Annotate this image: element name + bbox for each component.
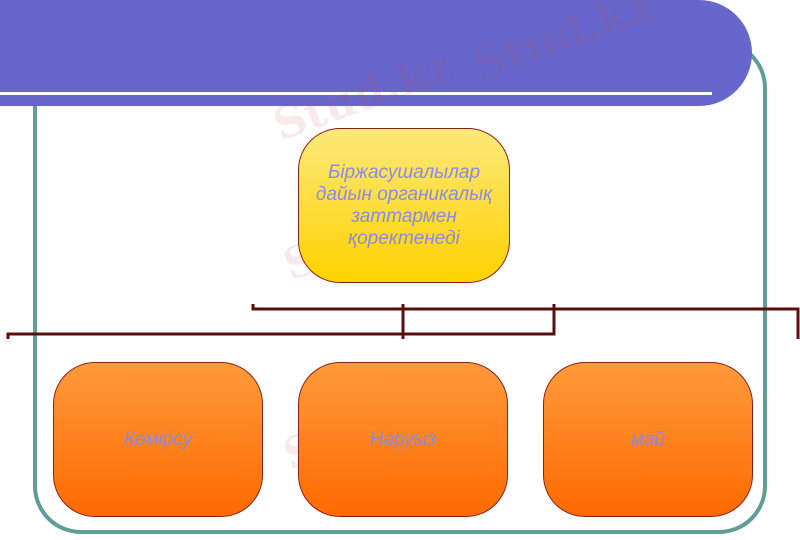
child-node-fat: май xyxy=(543,362,753,517)
child-node-label: Нәруыз xyxy=(369,428,437,450)
title-banner xyxy=(0,0,752,106)
child-node-label: Көмірсу xyxy=(123,428,193,450)
connector-lower xyxy=(6,304,556,339)
root-node: Біржасушалылар дайын органикалық заттарм… xyxy=(298,128,510,283)
child-node-label: май xyxy=(630,428,666,450)
root-node-label: Біржасушалылар дайын органикалық заттарм… xyxy=(315,161,493,249)
child-node-protein: Нәруыз xyxy=(298,362,508,517)
connector-upper xyxy=(251,304,800,339)
child-node-carbohydrate: Көмірсу xyxy=(53,362,263,517)
banner-divider xyxy=(0,92,712,95)
